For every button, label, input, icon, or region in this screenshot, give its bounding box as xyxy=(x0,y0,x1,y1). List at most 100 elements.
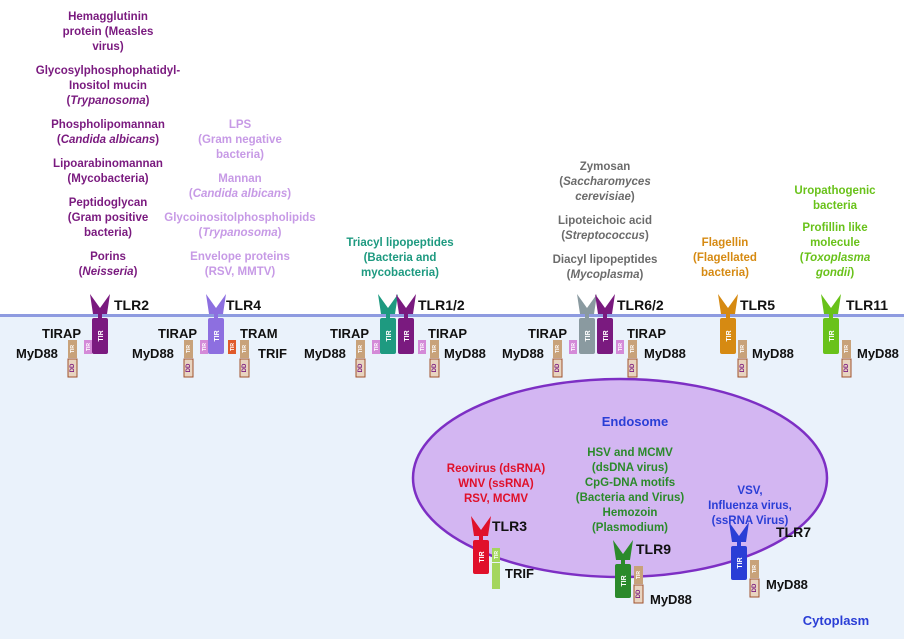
ligand-line: RSV, MCMV xyxy=(463,493,529,505)
tlr4-myd88-tir-text: TIR xyxy=(186,345,192,353)
tlr6-2-label: TLR6/2 xyxy=(617,297,664,313)
tlr1-myd88-r-tir-text: TIR xyxy=(432,345,438,353)
ligand-peptidoglycan: Peptidoglycan (Gram positive bacteria) xyxy=(18,196,198,241)
ligand-line: (dsDNA virus) xyxy=(591,462,669,474)
ligand-zymosan: Zymosan (Saccharomyces cerevisiae) xyxy=(515,160,695,205)
tlr11-tir-text: TIR xyxy=(829,330,836,341)
ligand-line: (Plasmodium) xyxy=(591,522,669,534)
tlr2c-ectodomain xyxy=(595,294,615,314)
tlr6-tirap-r-tir xyxy=(616,340,624,354)
ligand-line: Phospholipomannan xyxy=(51,119,165,131)
ligand-organism: Neisseria xyxy=(82,266,134,278)
tlr7-myd88-dd-text: DD xyxy=(752,583,758,592)
tlr7-tir-domain xyxy=(731,546,747,580)
tlr4-tram-label: TRAM xyxy=(240,326,278,341)
tlr2-myd88-tir-text: TIR xyxy=(70,345,76,353)
tlr2-stem xyxy=(98,312,102,318)
ligand-line: Envelope proteins xyxy=(190,251,290,263)
ligand-line: Glycosylphosphophatidyl- xyxy=(35,65,181,77)
ligand-organism: Trypanosoma xyxy=(202,227,278,239)
tlr5-myd88-label: MyD88 xyxy=(752,346,794,361)
tlr1-tir-domain xyxy=(380,318,396,354)
ligand-line: protein (Measles xyxy=(62,26,154,38)
tlr7-ectodomain xyxy=(729,522,749,542)
tlr5-tir-domain xyxy=(720,318,736,354)
tlr4-myd88-tir xyxy=(184,340,193,358)
tlr7-stem xyxy=(737,540,741,546)
tlr11-myd88-dd-text: DD xyxy=(844,363,850,372)
tlr5-tir-text: TIR xyxy=(726,330,733,341)
tlr5-stem xyxy=(726,312,730,318)
tlr9-myd88-dd xyxy=(633,584,644,604)
tlr6-myd88-l-tir xyxy=(553,340,562,358)
tlr9-tir-text: TIR xyxy=(621,575,628,586)
plasma-membrane xyxy=(0,314,904,317)
tlr2b-tir-domain xyxy=(398,318,414,354)
tlr5-label: TLR5 xyxy=(740,297,775,313)
tlr4-trif-dd xyxy=(239,358,250,378)
ligand-organism: cerevisiae xyxy=(575,191,631,203)
ligand-line: WNV (ssRNA) xyxy=(458,478,534,490)
tlr2c-tir-text: TIR xyxy=(603,330,610,341)
tlr6-tirap-right-label: TIRAP xyxy=(627,326,666,341)
ligand-line: LPS xyxy=(228,119,252,131)
tlr6-myd88-l-dd-text: DD xyxy=(555,363,561,372)
tlr3-trif-label: TRIF xyxy=(505,566,534,581)
ligand-line: (Gram negative xyxy=(198,134,282,146)
tlr2-tirap-tir xyxy=(84,340,92,354)
tlr2c-stem xyxy=(603,312,607,318)
tlr4-tirap-tir xyxy=(200,340,208,354)
ligand-line: Flagellin xyxy=(701,237,749,249)
tlr4-tram-tir xyxy=(228,340,236,354)
tlr2b-stem xyxy=(404,312,408,318)
tlr4-trif-tir xyxy=(240,340,249,358)
tlr2-label: TLR2 xyxy=(114,297,149,313)
tlr7-myd88-tir-text: TIR xyxy=(752,565,758,573)
ligand-organism: Mycoplasma xyxy=(570,269,640,281)
tlr11-myd88-label: MyD88 xyxy=(857,346,899,361)
tlr1-myd88-l-dd xyxy=(355,358,366,378)
tlr7-myd88-tir xyxy=(750,560,759,578)
tlr7-label: TLR7 xyxy=(776,524,811,540)
tlr2-tirap-tir-text: TIR xyxy=(86,343,92,351)
tlr1-tirap-r-tir xyxy=(418,340,426,354)
tlr4-trif-label: TRIF xyxy=(258,346,287,361)
tlr4-ligands: LPS (Gram negative bacteria) Mannan (Can… xyxy=(150,118,330,280)
tlr11-myd88-tir-text: TIR xyxy=(844,345,850,353)
ligand-line: (ssRNA Virus) xyxy=(711,515,789,527)
tlr9-myd88-label: MyD88 xyxy=(650,592,692,607)
tlr7-myd88-dd xyxy=(749,578,760,598)
ligand-organism: Candida albicans xyxy=(192,188,288,200)
tlr6-tirap-l-tir-text: TIR xyxy=(571,343,577,351)
ligand-line: Porins xyxy=(90,251,126,263)
tlr4-myd88-dd xyxy=(183,358,194,378)
ligand-organism: Candida albicans xyxy=(60,134,156,146)
tlr1-ligands: Triacyl lipopeptides (Bacteria and mycob… xyxy=(320,236,480,281)
tlr11-stem xyxy=(829,312,833,318)
ligand-line: Profillin like xyxy=(802,222,868,234)
tlr5-ectodomain xyxy=(718,294,738,314)
tlr2-tirap-label: TIRAP xyxy=(42,326,81,341)
ligand-line: molecule xyxy=(810,237,860,249)
tlr6-myd88-left-label: MyD88 xyxy=(502,346,544,361)
tlr3-trif-tail xyxy=(492,563,500,589)
tlr3-stem xyxy=(479,534,483,540)
tlr1-myd88-l-tir xyxy=(356,340,365,358)
tlr7-tir-text: TIR xyxy=(737,557,744,568)
ligand-line: (RSV, MMTV) xyxy=(204,266,276,278)
ligand-porins: Porins (Neisseria) xyxy=(18,250,198,280)
tlr3-tir-text: TIR xyxy=(479,551,486,562)
tlr2-myd88-tir xyxy=(68,340,77,358)
tlr1-stem xyxy=(386,312,390,318)
ligand-uropathogenic: Uropathogenic bacteria xyxy=(775,184,895,214)
ligand-line: Uropathogenic xyxy=(794,185,876,197)
tlr3-trif-tir xyxy=(492,548,500,562)
tlr2-ligands: Hemagglutinin protein (Measles virus) Gl… xyxy=(18,10,198,280)
tlr6-myd88-l-tir-text: TIR xyxy=(555,345,561,353)
ligand-line: bacteria) xyxy=(701,267,749,279)
tlr11-label: TLR11 xyxy=(846,297,889,313)
tlr9-myd88-tir-text: TIR xyxy=(636,571,642,579)
ligand-hemagglutinin: Hemagglutinin protein (Measles virus) xyxy=(18,10,198,55)
tlr6-myd88-r-tir-text: TIR xyxy=(630,345,636,353)
tlr6-myd88-r-dd-text: DD xyxy=(630,363,636,372)
